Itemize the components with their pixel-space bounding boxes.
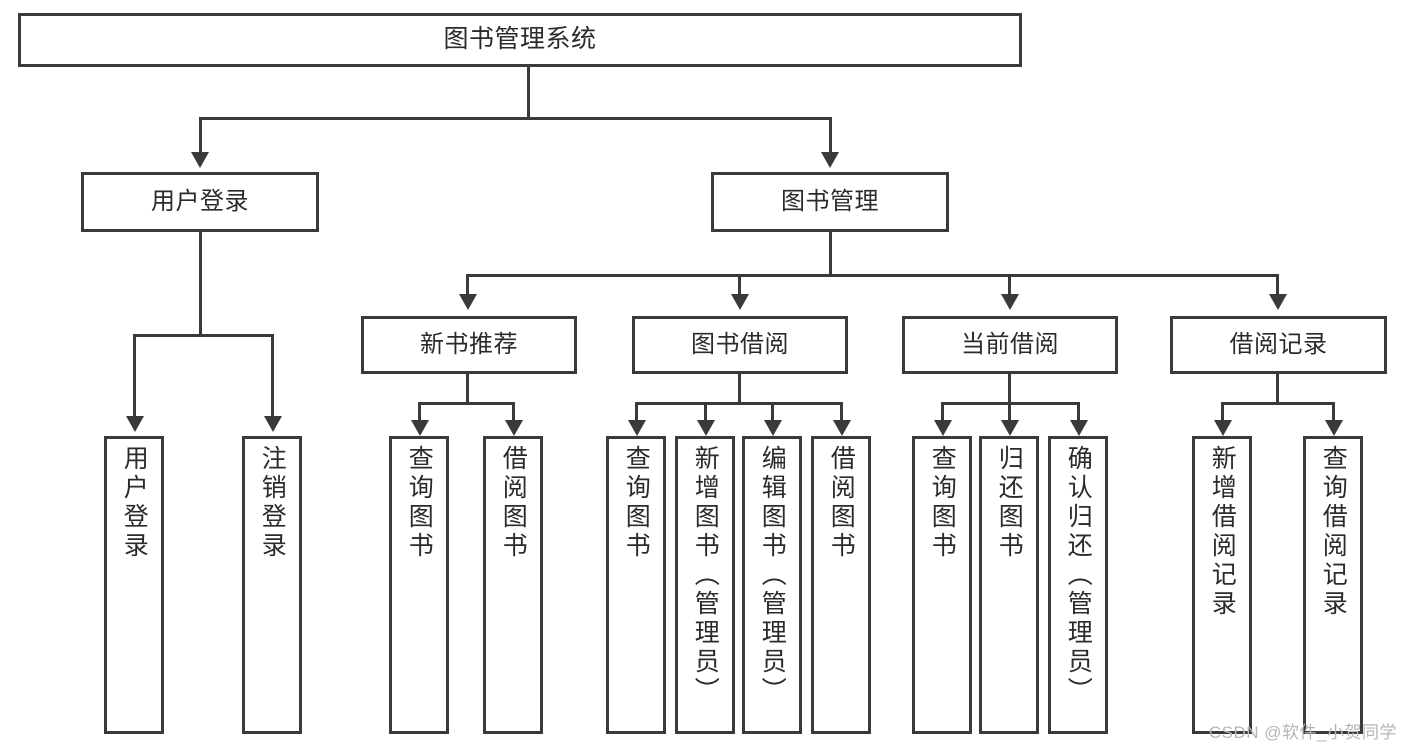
leaf-new-book-query[interactable]: 查询图书: [389, 436, 449, 734]
node-user-login[interactable]: 用户登录: [81, 172, 319, 232]
connector-drop-leaf-b3: [771, 402, 774, 422]
connector-root-stem: [527, 67, 530, 119]
arrowhead-leaf-n2: [505, 420, 523, 436]
node-label: 借阅记录: [1229, 330, 1328, 358]
leaf-current-query-book[interactable]: 查询图书: [912, 436, 972, 734]
connector-level1-bus: [199, 117, 832, 120]
leaf-borrow-book[interactable]: 借阅图书: [811, 436, 871, 734]
connector-drop-leaf-n2: [512, 402, 515, 422]
node-label: 归还图书: [995, 445, 1024, 561]
node-label: 查询图书: [622, 445, 651, 561]
leaf-edit-book-admin[interactable]: 编辑图书（管理员）: [742, 436, 802, 734]
node-book-borrow[interactable]: 图书借阅: [632, 316, 848, 374]
connector-drop-leaf-r2: [1332, 402, 1335, 422]
arrowhead-leaf-b2: [697, 420, 715, 436]
node-root-system[interactable]: 图书管理系统: [18, 13, 1022, 67]
node-label: 查询图书: [928, 445, 957, 561]
arrowhead-borrow-records: [1269, 294, 1287, 310]
connector-borrow-records-stem: [1276, 374, 1279, 404]
connector-drop-leaf-c2: [1008, 402, 1011, 422]
node-label: 图书管理系统: [443, 25, 597, 54]
connector-level2-bus: [466, 274, 1279, 277]
connector-drop-leaf-n1: [418, 402, 421, 422]
node-book-manage[interactable]: 图书管理: [711, 172, 949, 232]
connector-drop-leaf-c3: [1077, 402, 1080, 422]
arrowhead-leaf-c3: [1070, 420, 1088, 436]
node-new-book-recommend[interactable]: 新书推荐: [361, 316, 577, 374]
node-label: 注销登录: [258, 445, 287, 561]
leaf-query-borrow-record[interactable]: 查询借阅记录: [1303, 436, 1363, 734]
arrowhead-leaf-c1: [934, 420, 952, 436]
connector-new-book-stem: [466, 374, 469, 404]
connector-drop-book-borrow: [738, 274, 741, 296]
node-label: 确认归还（管理员）: [1064, 445, 1093, 706]
leaf-logout[interactable]: 注销登录: [242, 436, 302, 734]
leaf-confirm-return-admin[interactable]: 确认归还（管理员）: [1048, 436, 1108, 734]
arrowhead-leaf-n1: [411, 420, 429, 436]
node-borrow-records[interactable]: 借阅记录: [1170, 316, 1387, 374]
node-label: 新书推荐: [420, 330, 518, 358]
connector-drop-leaf-u2: [271, 334, 274, 418]
watermark-text: CSDN @软件_小贺同学: [1208, 723, 1397, 742]
node-current-borrow[interactable]: 当前借阅: [902, 316, 1118, 374]
arrowhead-current-borrow: [1001, 294, 1019, 310]
connector-drop-leaf-b4: [840, 402, 843, 422]
arrowhead-leaf-b3: [764, 420, 782, 436]
connector-user-login-bus: [133, 334, 273, 337]
node-label: 图书管理: [781, 187, 879, 215]
arrowhead-leaf-u2: [264, 416, 282, 432]
node-label: 新增图书（管理员）: [691, 445, 720, 706]
connector-drop-leaf-u1: [133, 334, 136, 418]
connector-drop-book-manage: [829, 117, 832, 154]
leaf-borrow-query-book[interactable]: 查询图书: [606, 436, 666, 734]
connector-drop-borrow-records: [1276, 274, 1279, 296]
arrowhead-leaf-b1: [628, 420, 646, 436]
connector-new-book-bus: [418, 402, 514, 405]
node-label: 图书借阅: [691, 330, 789, 358]
node-label: 查询图书: [405, 445, 434, 561]
node-label: 借阅图书: [499, 445, 528, 561]
node-label: 查询借阅记录: [1319, 445, 1348, 619]
connector-borrow-records-bus: [1221, 402, 1335, 405]
leaf-add-borrow-record[interactable]: 新增借阅记录: [1192, 436, 1252, 734]
connector-drop-user-login: [199, 117, 202, 154]
connector-current-borrow-stem: [1008, 374, 1011, 404]
arrowhead-user-login: [191, 152, 209, 168]
connector-drop-leaf-b1: [635, 402, 638, 422]
leaf-add-book-admin[interactable]: 新增图书（管理员）: [675, 436, 735, 734]
node-label: 当前借阅: [961, 330, 1059, 358]
node-label: 新增借阅记录: [1208, 445, 1237, 619]
connector-user-login-stem: [199, 232, 202, 337]
arrowhead-book-manage: [821, 152, 839, 168]
node-label: 用户登录: [151, 187, 249, 215]
connector-book-borrow-bus: [635, 402, 843, 405]
node-label: 用户登录: [120, 445, 149, 561]
leaf-new-book-borrow[interactable]: 借阅图书: [483, 436, 543, 734]
arrowhead-book-borrow: [731, 294, 749, 310]
arrowhead-leaf-r2: [1325, 420, 1343, 436]
connector-drop-leaf-c1: [941, 402, 944, 422]
connector-drop-leaf-b2: [704, 402, 707, 422]
arrowhead-leaf-c2: [1001, 420, 1019, 436]
connector-drop-current-borrow: [1008, 274, 1011, 296]
node-label: 借阅图书: [827, 445, 856, 561]
connector-drop-new-book: [466, 274, 469, 296]
node-label: 编辑图书（管理员）: [758, 445, 787, 706]
connector-book-borrow-stem: [738, 374, 741, 404]
connector-book-manage-stem: [829, 232, 832, 277]
arrowhead-leaf-b4: [833, 420, 851, 436]
arrowhead-leaf-r1: [1214, 420, 1232, 436]
arrowhead-leaf-u1: [126, 416, 144, 432]
connector-drop-leaf-r1: [1221, 402, 1224, 422]
leaf-user-login[interactable]: 用户登录: [104, 436, 164, 734]
arrowhead-new-book: [459, 294, 477, 310]
leaf-return-book[interactable]: 归还图书: [979, 436, 1039, 734]
